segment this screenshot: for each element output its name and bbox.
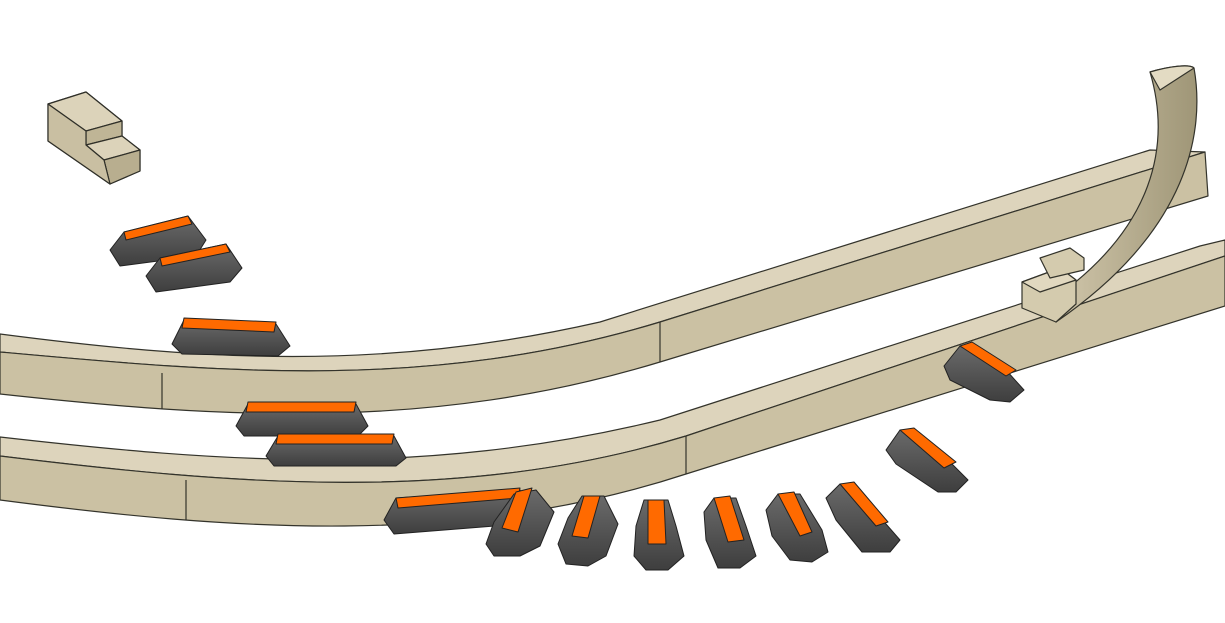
wedge-block <box>485 487 555 557</box>
wedge-block <box>885 427 969 493</box>
wedge-block <box>825 481 901 553</box>
wedge-block <box>265 433 407 467</box>
wedge-block <box>943 341 1025 403</box>
wedge-block <box>765 491 829 563</box>
wedge-block <box>633 499 685 571</box>
curved-wall-segment <box>1021 65 1198 323</box>
wedge-block <box>171 317 291 357</box>
wedge-block <box>557 495 619 567</box>
wedge-block <box>703 495 757 569</box>
stepped-stone-block <box>47 91 141 185</box>
wedge-block <box>235 401 369 437</box>
wedge-block <box>145 243 243 293</box>
lower-curved-curb <box>0 239 1225 527</box>
